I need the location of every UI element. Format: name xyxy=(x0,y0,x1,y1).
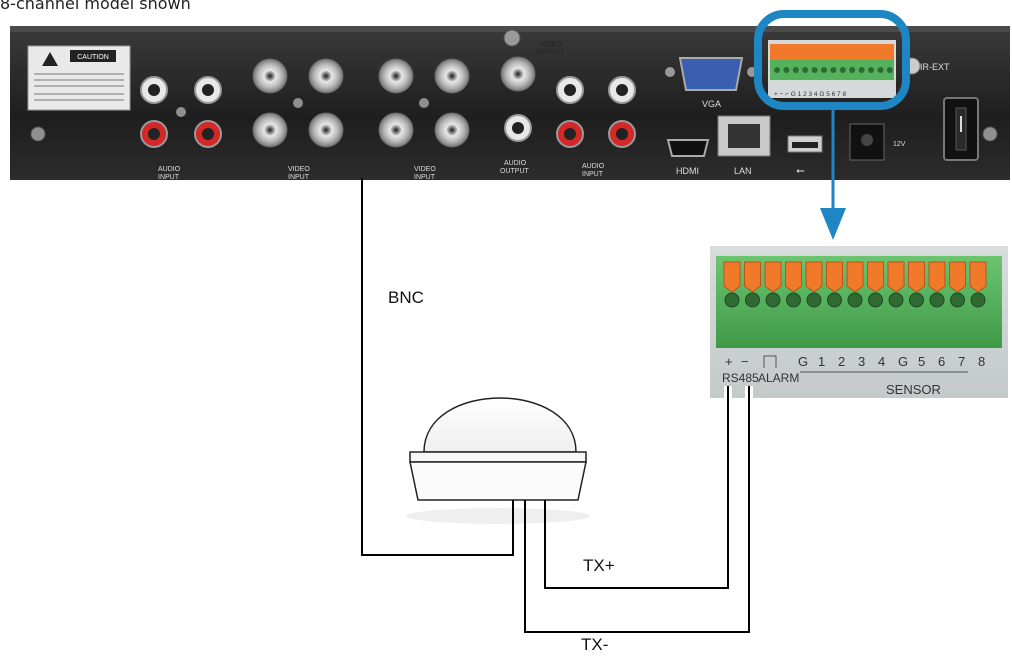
vga-label: VGA xyxy=(702,99,721,109)
bnc-connector xyxy=(501,57,535,91)
terminal-clamp xyxy=(970,262,986,292)
bnc-connector xyxy=(309,59,343,93)
dome-camera xyxy=(406,398,590,524)
audio-input-right-label: AUDIOINPUT xyxy=(582,163,605,178)
terminal-clamp xyxy=(827,262,843,292)
panel-terminal-hole xyxy=(802,67,808,73)
caution-label: CAUTION xyxy=(28,46,130,110)
panel-terminal-hole xyxy=(859,67,865,73)
terminal-screw-hole xyxy=(766,293,780,307)
bnc-connector xyxy=(253,59,287,93)
screw-icon xyxy=(504,30,520,46)
wiring xyxy=(362,178,749,632)
panel-terminal-block: + − ⌐ G 1 2 3 4 G 5 6 7 8 xyxy=(768,40,896,98)
terminal-screw-hole xyxy=(910,293,924,307)
terminal-pin-label: G xyxy=(898,354,908,369)
panel-terminal-hole xyxy=(887,67,893,73)
terminal-screw-hole xyxy=(930,293,944,307)
panel-terminal-hole xyxy=(812,67,818,73)
terminal-pin-label: 1 xyxy=(818,354,825,369)
terminal-pin-label: 4 xyxy=(878,354,885,369)
terminal-screw-hole xyxy=(848,293,862,307)
terminal-pin-label: 5 xyxy=(918,354,925,369)
panel-terminal-hole xyxy=(868,67,874,73)
terminal-pin-label: 8 xyxy=(978,354,985,369)
camera-rim xyxy=(410,452,586,462)
terminal-screw-hole xyxy=(787,293,801,307)
terminal-clamp xyxy=(786,262,802,292)
hdmi-label: HDMI xyxy=(676,166,699,176)
panel-terminal-hole xyxy=(840,67,846,73)
camera-dome xyxy=(424,398,576,452)
ir-ext-label: IR-EXT xyxy=(920,62,950,72)
bnc-connector xyxy=(435,113,469,147)
camera-base xyxy=(410,462,586,500)
terminal-clamp xyxy=(745,262,761,292)
rs485-label: RS485 xyxy=(722,371,759,385)
terminal-clamp xyxy=(765,262,781,292)
alarm-label: ALARM xyxy=(758,371,799,385)
terminal-pin-label: − xyxy=(741,354,749,369)
terminal-pin-label: 7 xyxy=(958,354,965,369)
panel-terminal-hole xyxy=(821,67,827,73)
screw-icon xyxy=(983,127,997,141)
lan-label: LAN xyxy=(734,166,752,176)
terminal-clamp xyxy=(724,262,740,292)
terminal-pin-label: 3 xyxy=(858,354,865,369)
bnc-connector xyxy=(379,59,413,93)
usb-icon: ⭠ xyxy=(796,164,805,177)
terminal-screw-hole xyxy=(951,293,965,307)
diagram-caption: 8-channel model shown xyxy=(0,0,191,13)
camera-shadow xyxy=(406,508,590,524)
terminal-screw-hole xyxy=(725,293,739,307)
sensor-label: SENSOR xyxy=(886,382,941,397)
panel-terminal-hole xyxy=(830,67,836,73)
power-switch xyxy=(944,98,978,160)
terminal-clamp xyxy=(868,262,884,292)
terminal-clamp xyxy=(806,262,822,292)
terminal-clamp xyxy=(847,262,863,292)
panel-terminal-labels: + − ⌐ G 1 2 3 4 G 5 6 7 8 xyxy=(774,91,846,98)
terminal-clamp xyxy=(888,262,904,292)
power-label: 12V xyxy=(893,141,906,148)
panel-terminal-hole xyxy=(783,67,789,73)
audio-output-label: AUDIOOUTPUT xyxy=(500,160,530,175)
bnc-connector xyxy=(253,113,287,147)
terminal-clamp xyxy=(929,262,945,292)
panel-terminal-hole xyxy=(849,67,855,73)
bnc-connector xyxy=(435,59,469,93)
tx-minus-label: TX- xyxy=(581,635,608,655)
terminal-pin-label: 2 xyxy=(838,354,845,369)
terminal-clamp xyxy=(909,262,925,292)
terminal-clamp xyxy=(950,262,966,292)
bnc-label: BNC xyxy=(388,288,424,308)
terminal-pin-label: 6 xyxy=(938,354,945,369)
tx-plus-label: TX+ xyxy=(583,556,615,576)
terminal-screw-hole xyxy=(746,293,760,307)
terminal-pin-label: G xyxy=(798,354,808,369)
bnc-connector xyxy=(309,113,343,147)
terminal-screw-hole xyxy=(971,293,985,307)
panel-terminal-hole xyxy=(877,67,883,73)
terminal-screw-hole xyxy=(828,293,842,307)
bnc-connector xyxy=(379,113,413,147)
terminal-clamps xyxy=(770,44,894,60)
panel-terminal-hole xyxy=(793,67,799,73)
terminal-screw-hole xyxy=(807,293,821,307)
panel-terminal-hole xyxy=(774,67,780,73)
terminal-pin-label: + xyxy=(725,354,733,369)
screw-icon xyxy=(31,127,45,141)
caution-text: CAUTION xyxy=(77,54,109,61)
terminal-screw-hole xyxy=(869,293,883,307)
terminal-screw-hole xyxy=(889,293,903,307)
